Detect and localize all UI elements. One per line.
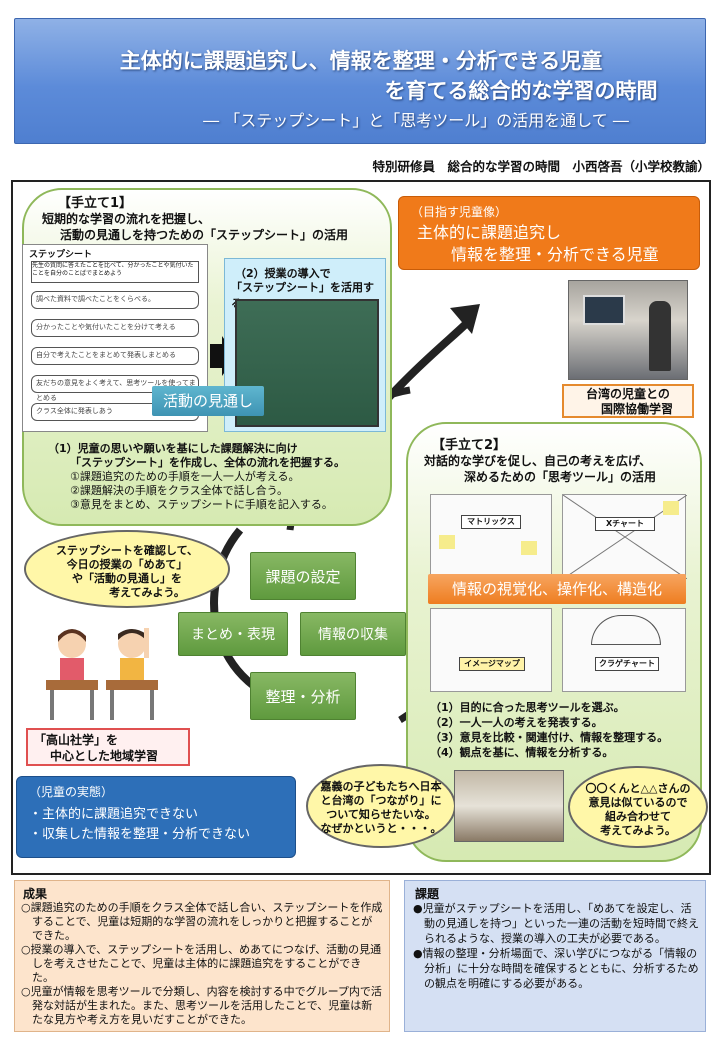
issues-list: ●児童がステップシートを活用し、「めあてを設定し、活動の見通しを持つ」といった一… [413,901,699,991]
bubble-line: 意見は似ているので [588,796,688,809]
situation-label: （児童の実態） [29,785,114,799]
cycle-summary: まとめ・表現 [178,612,288,656]
results-panel: 成果 ○課題追究のための手順をクラス全体で話し合い、ステップシートを作成すること… [14,880,390,1032]
bubble-line: や「活動の見通し」を [72,572,182,585]
bubble-line: 今日の授業の「めあて」 [66,558,188,571]
bubble-line: 嘉義の子どもたちへ日本 [320,780,442,793]
jellyfish-head [591,615,661,645]
issues-panel: 課題 ●児童がステップシートを活用し、「めあてを設定し、活動の見通しを持つ」とい… [404,880,706,1032]
matrix-tool-image: マトリックス [430,494,552,578]
thought-bubble-left: ステップシートを確認して、 今日の授業の「めあて」 や「活動の見通し」を 考えて… [24,530,230,608]
plan2-point: （1）目的に合った思考ツールを選ぶ。 [430,701,625,714]
bubble-line: 組み合わせて [605,810,671,823]
title-banner: 主体的に課題追究し、情報を整理・分析できる児童 を育てる総合的な学習の時間 ― … [14,18,706,144]
intro-label: （2）授業の導入で [235,267,331,280]
results-list: ○課題追究のための手順をクラス全体で話し合い、ステップシートを作成することで、児… [21,901,383,1027]
taiwan-caption-line1: 台湾の児童との [586,387,670,401]
visualize-label: 情報の視覚化、操作化、構造化 [428,574,686,604]
situation-box: （児童の実態） ・主体的に課題追究できない ・収集した情報を整理・分析できない [16,776,296,858]
plan2-sub2: 深めるための「思考ツール」の活用 [464,470,657,484]
title-line2: を育てる総合的な学習の時間 [384,79,658,103]
xchart-tool-image: Xチャート [562,494,687,579]
arrow-right-icon [210,336,236,376]
bubble-line: 考えてみよう。 [109,586,185,599]
plan2-balloon: 【手立て2】 対話的な学びを促し、自己の考えを広げ、 深めるための「思考ツール」… [406,422,702,862]
plan2-point: （3）意見を比較・関連付け、情報を整理する。 [430,731,669,744]
bubble-line: ステップシートを確認して、 [55,544,199,557]
local-study-box: 「高山社学」を 中心とした地域学習 [26,728,190,766]
tool-label: マトリックス [461,515,521,529]
tool-label: クラゲチャート [595,657,659,671]
plan1-point: 「ステップシート」を作成し、全体の流れを把握する。 [70,456,345,469]
thought-bubble-right: 〇〇くんと△△さんの 意見は似ているので 組み合わせて 考えてみよう。 [568,766,708,848]
taiwan-caption-line2: 国際協働学習 [600,402,673,416]
sticky-note [521,541,537,555]
bubble-line: ついて知らせたいな。 [326,808,436,821]
activity-outlook-label: 活動の見通し [152,386,264,416]
plan2-point: （2）一人一人の考えを発表する。 [430,716,603,729]
plan2-heading: 【手立て2】 [432,438,507,453]
taiwan-photo [568,280,688,380]
author-line: 特別研修員 総合的な学習の時間 小西啓吾（小学校教諭） [372,159,710,174]
plan2-sub1: 対話的な学びを促し、自己の考えを広げ、 [424,454,652,468]
issues-title: 課題 [415,887,440,901]
step-sheet-row: 調べた資料で調べたことをくらべる。 [31,291,199,309]
bubble-line: 考えてみよう。 [600,824,676,837]
group-work-photo [454,770,564,842]
step-sheet-row: 分かったことや気付いたことを分けて考える [31,319,199,337]
issues-item: ●情報の整理・分析場面で、深い学びにつながる「情報の分析」に十分な時間を確保する… [413,947,699,990]
results-item: ○授業の導入で、ステップシートを活用し、めあてにつなげ、活動の見通しを考えさせた… [21,943,382,984]
plan1-point: ②課題解決の手順をクラス全体で話し合う。 [70,484,288,497]
plan1-points: （1）児童の思いや願いを基にした課題解決に向け 「ステップシート」を作成し、全体… [48,442,368,512]
student-silhouette [649,301,671,371]
results-item: ○課題追究のための手順をクラス全体で話し合い、ステップシートを作成することで、児… [21,901,383,942]
jellyfish-tool-image: クラゲチャート [562,608,686,692]
goal-line2: 情報を整理・分析できる児童 [451,245,659,264]
goal-box: （目指す児童像） 主体的に課題追究し 情報を整理・分析できる児童 [398,196,700,270]
plan1-point: ③意見をまとめ、ステップシートに手順を記入する。 [70,498,333,511]
bubble-line: と台湾の「つながり」に [320,794,442,807]
sticky-note [663,501,679,515]
local-study-line: 「高山社学」を [34,733,119,747]
goal-label: （目指す児童像） [411,205,508,219]
local-study-line: 中心とした地域学習 [50,749,159,763]
situation-line2: ・収集した情報を整理・分析できない [29,827,251,842]
plan1-sub1: 短期的な学習の流れを把握し、 [42,212,211,226]
plan2-point: （4）観点を基に、情報を分析する。 [430,746,614,759]
sticky-note [439,535,455,549]
plan1-point: ①課題追究のための手順を一人一人が考える。 [70,470,300,483]
plan1-balloon: 【手立て1】 短期的な学習の流れを把握し、 活動の見通しを持つための「ステップシ… [22,188,392,526]
plan1-heading: 【手立て1】 [58,196,133,211]
imagemap-tool-image: イメージマップ [430,608,552,692]
students-illustration-icon [46,628,158,720]
cycle-analyze: 整理・分析 [250,672,356,720]
plan1-point: （1）児童の思いや願いを基にした課題解決に向け [48,442,298,455]
bubble-line: 〇〇くんと△△さんの [585,782,691,795]
cycle-collect: 情報の収集 [300,612,406,656]
step-sheet-title: ステップシート [29,250,93,260]
issues-item: ●児童がステップシートを活用し、「めあてを設定し、活動の見通しを持つ」といった一… [413,902,699,945]
tool-label: イメージマップ [459,657,525,671]
step-sheet-row: 友だちの意見をよく考えて、思考ツールを使ってまとめる [31,375,199,402]
cycle-setting: 課題の設定 [250,552,356,600]
goal-line1: 主体的に課題追究し [417,223,562,242]
step-sheet-note: 先生の質問に答えたことを比べて、分かったことや気付いたことを自分のことばでまとめ… [31,261,199,283]
step-sheet-row: 自分で考えたことをまとめて発表しまとめる [31,347,199,365]
plan2-points: （1）目的に合った思考ツールを選ぶ。 （2）一人一人の考えを発表する。 （3）意… [430,700,690,760]
tool-label: Xチャート [595,517,655,531]
situation-line1: ・主体的に課題追究できない [29,807,199,822]
results-title: 成果 [23,887,48,901]
taiwan-caption: 台湾の児童との 国際協働学習 [562,384,694,418]
results-item: ○児童が情報を思考ツールで分類し、内容を検討する中でグループ内で活発な対話が生ま… [21,985,382,1026]
bubble-line: なぜかというと・・・。 [320,822,442,835]
subtitle: ― 「ステップシート」と「思考ツール」の活用を通して ― [203,111,629,130]
thought-bubble-middle: 嘉義の子どもたちへ日本 と台湾の「つながり」に ついて知らせたいな。 なぜかとい… [306,764,456,848]
screen-shape [583,295,625,325]
title-line1: 主体的に課題追究し、情報を整理・分析できる児童 [119,49,603,73]
plan1-sub2: 活動の見通しを持つための「ステップシート」の活用 [60,228,349,242]
